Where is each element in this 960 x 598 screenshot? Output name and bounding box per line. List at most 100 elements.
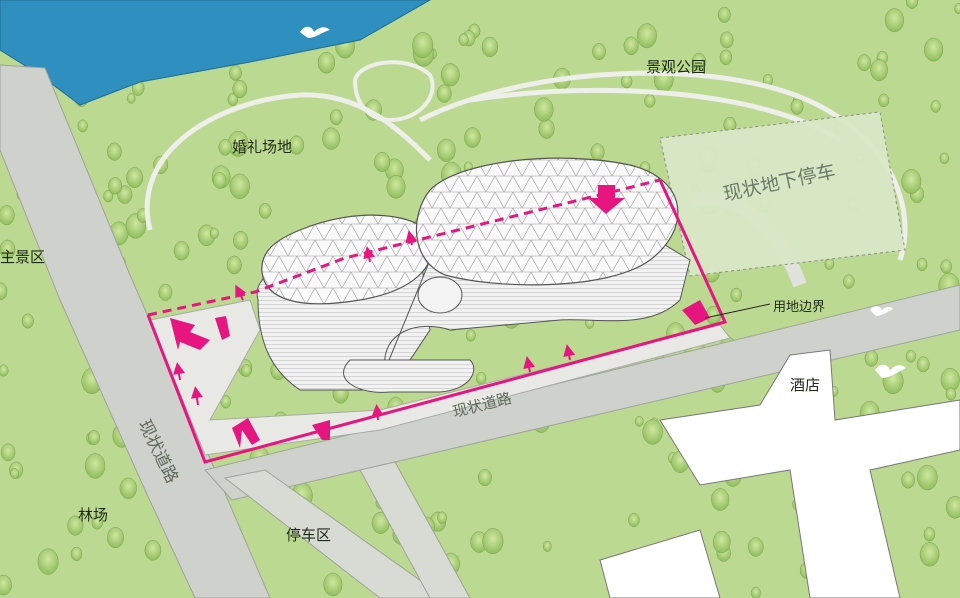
- label-main-scenic-area: 主景区: [0, 248, 46, 266]
- arrow-icon: [215, 316, 230, 340]
- tree-icon: [212, 171, 227, 189]
- hotel-building: [659, 349, 960, 598]
- tree-icon: [220, 395, 231, 409]
- tree-icon: [107, 142, 122, 161]
- tree-icon: [917, 464, 938, 491]
- tree-icon: [945, 496, 960, 519]
- bird-icon: [875, 364, 906, 378]
- tree-icon: [711, 488, 730, 511]
- tree-icon: [437, 511, 447, 524]
- tree-icon: [0, 239, 16, 259]
- road-south: [204, 284, 960, 501]
- tree-icon: [323, 572, 343, 597]
- tree-icon: [241, 364, 252, 377]
- tree-icon: [374, 152, 391, 172]
- tree-icon: [864, 349, 879, 367]
- tree-icon: [476, 371, 487, 385]
- label-wedding-venue: 婚礼场地: [232, 138, 293, 156]
- tree-icon: [691, 52, 707, 71]
- tree-icon: [218, 139, 232, 156]
- tree-icon: [945, 387, 957, 401]
- tree-icon: [717, 6, 731, 23]
- label-site-boundary: 用地边界: [773, 300, 826, 315]
- tree-icon: [227, 93, 239, 106]
- tree-icon: [329, 109, 343, 126]
- tree-icon: [107, 527, 124, 549]
- bird-icon: [870, 306, 893, 316]
- tree-icon: [158, 283, 173, 301]
- tree-icon: [884, 8, 904, 33]
- tree-icon: [878, 93, 890, 108]
- tree-icon: [322, 127, 341, 150]
- tree-icon: [103, 190, 114, 203]
- tree-icon: [0, 205, 15, 226]
- tree-icon: [623, 36, 639, 56]
- tree-icon: [720, 31, 734, 49]
- tree-icon: [229, 173, 250, 199]
- tree-icon: [930, 100, 941, 113]
- tree-icon: [436, 84, 452, 103]
- tree-icon: [939, 152, 949, 165]
- tree-icon: [88, 430, 101, 445]
- arrow-icon: [170, 318, 210, 350]
- river: [0, 0, 432, 106]
- tree-icon: [465, 329, 476, 342]
- birds: [300, 26, 906, 378]
- tree-icon: [144, 540, 162, 561]
- tree-icon: [440, 63, 460, 87]
- tree-icon: [0, 282, 8, 301]
- arrow-icon: [588, 185, 625, 214]
- site-driveway: [149, 299, 731, 456]
- tree-icon: [317, 51, 336, 74]
- arrow-icon: [682, 300, 710, 325]
- tree-icon: [644, 93, 656, 108]
- arrow-icon: [232, 418, 260, 448]
- tree-icon: [901, 471, 915, 489]
- tree-icon: [464, 127, 481, 148]
- roads: [0, 64, 960, 598]
- tree-icon: [91, 515, 103, 530]
- small-entry-arrows: [173, 230, 576, 421]
- tree-icon: [386, 175, 406, 199]
- tree-icon: [0, 364, 9, 377]
- road-parking-branch: [223, 469, 446, 598]
- tree-icon: [916, 257, 928, 272]
- tree-icon: [70, 546, 83, 562]
- tree-icon: [232, 79, 248, 99]
- tree-icon: [458, 33, 469, 46]
- tree-icon: [0, 574, 12, 596]
- tree-icon: [636, 23, 657, 49]
- tree-icon: [481, 36, 499, 57]
- tree-icon: [857, 54, 872, 72]
- tree-icon: [919, 542, 940, 567]
- tree-icon: [10, 467, 20, 479]
- label-landscape-park: 景观公园: [646, 58, 707, 76]
- tree-icon: [824, 257, 835, 270]
- road-hotel-branch: [359, 461, 471, 598]
- tree-icon: [712, 530, 731, 554]
- tree-icon: [226, 255, 242, 275]
- tree-icon: [542, 540, 552, 552]
- tree-icon: [126, 167, 143, 188]
- tree-icon: [84, 453, 106, 479]
- tree-icon: [590, 143, 605, 162]
- label-hotel: 酒店: [790, 376, 821, 394]
- tree-icon: [477, 468, 492, 487]
- tree-icon: [126, 93, 136, 104]
- tree-icon: [901, 169, 922, 194]
- tree-icon: [173, 241, 190, 261]
- tree-icon: [642, 419, 663, 445]
- tree-icon: [843, 274, 855, 289]
- tree-icon: [940, 259, 952, 274]
- tree-icon: [748, 537, 764, 557]
- tree-icon: [108, 177, 123, 195]
- tree-icon: [119, 477, 137, 499]
- tree-icon: [628, 512, 640, 528]
- tree-icon: [924, 37, 944, 62]
- tree-icon: [77, 119, 88, 133]
- tree-icon: [634, 415, 644, 427]
- tree-icon: [905, 349, 917, 363]
- label-forest-farm: 林场: [78, 506, 109, 524]
- tree-icon: [412, 32, 434, 59]
